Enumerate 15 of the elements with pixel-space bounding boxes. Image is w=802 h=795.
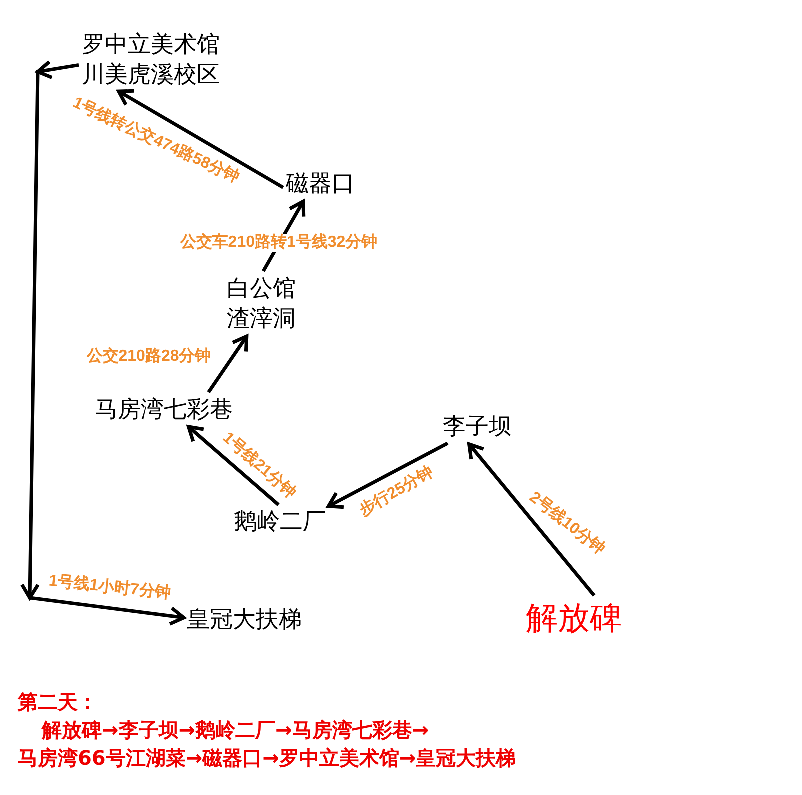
day-heading: 第二天： <box>18 690 98 714</box>
edge-label: 公交210路28分钟 <box>86 348 212 366</box>
place-label: 解放碑 <box>526 598 622 638</box>
place-label: 马房湾七彩巷 <box>95 395 233 425</box>
place-label: 皇冠大扶梯 <box>187 605 302 635</box>
edge-label: 公交车210路转1号线32分钟 <box>179 234 379 252</box>
place-label: 磁器口 <box>286 169 355 199</box>
route-text: 解放碑→李子坝→鹅岭二厂→马房湾七彩巷→ <box>42 718 430 742</box>
place-label: 川美虎溪校区 <box>82 61 220 90</box>
route-text: 马房湾66号江湖菜→磁器口→罗中立美术馆→皇冠大扶梯 <box>18 746 516 770</box>
place-label: 鹅岭二厂 <box>234 507 326 537</box>
place-label: 渣滓洞 <box>227 305 296 334</box>
place-label: 白公馆 <box>227 275 296 304</box>
place-label: 李子坝 <box>443 412 512 442</box>
place-label: 罗中立美术馆 <box>82 31 220 60</box>
